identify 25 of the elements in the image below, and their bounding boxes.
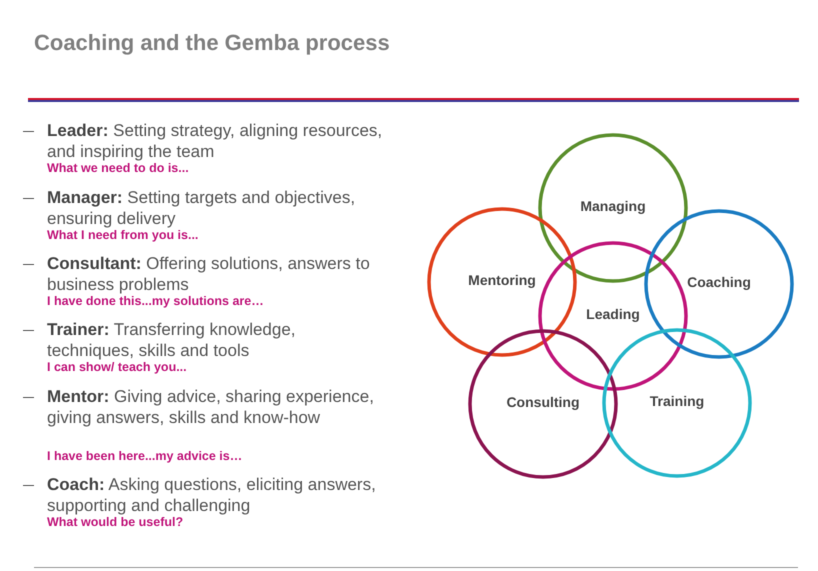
role-description: Manager: Setting targets and objectives, ensuring delivery xyxy=(47,187,356,229)
circle-label: Managing xyxy=(579,198,647,214)
role-description: Consultant: Offering solutions, answers to business problems xyxy=(47,253,371,295)
role-description: Trainer: Transferring knowledge, techniques, skills and tools xyxy=(47,319,297,361)
role-prompt: I have been here...my advice is… xyxy=(47,449,242,463)
role-description: Coach: Asking questions, eliciting answers, supporting and challenging xyxy=(47,474,377,516)
circle-node xyxy=(602,328,752,478)
role-description: Leader: Setting strategy, aligning resources, and inspiring the team xyxy=(47,120,384,162)
slide-title: Coaching and the Gemba process xyxy=(34,30,390,56)
circle-label: Leading xyxy=(585,306,641,322)
circle-node xyxy=(427,207,577,357)
role-prompt: What we need to do is... xyxy=(47,161,189,175)
circle-node xyxy=(644,209,794,359)
circle-label: Training xyxy=(648,393,706,409)
circle-label: Coaching xyxy=(686,274,752,290)
role-prompt: What I need from you is... xyxy=(47,228,198,242)
role-description: Mentor: Giving advice, sharing experience, giving answers, skills and know-how xyxy=(47,386,375,428)
circle-label: Mentoring xyxy=(467,272,537,288)
role-prompt: What would be useful? xyxy=(47,515,184,529)
role-prompt: I have done this...my solutions are… xyxy=(47,294,264,308)
circle-node xyxy=(468,329,618,479)
circle-node xyxy=(538,241,688,391)
role-prompt: I can show/ teach you... xyxy=(47,360,187,374)
circle-node xyxy=(538,133,688,283)
circle-label: Consulting xyxy=(505,394,581,410)
